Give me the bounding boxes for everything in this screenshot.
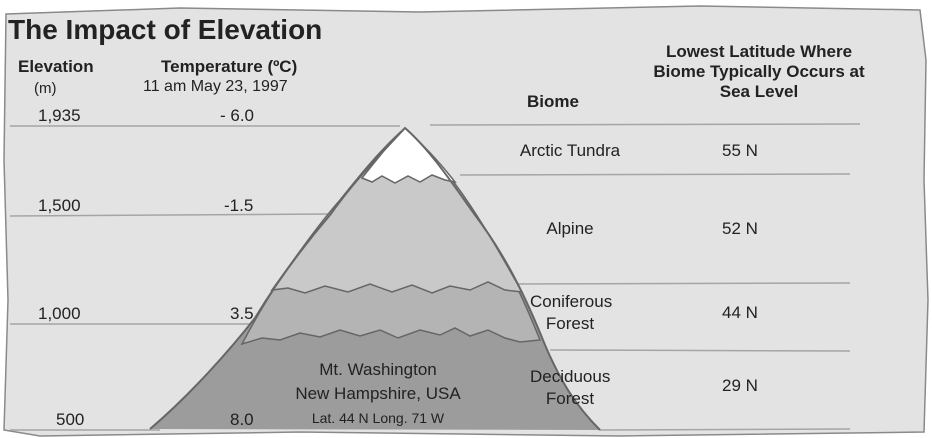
temperature-value: 8.0 [230, 410, 254, 429]
mountain-location: New Hampshire, USA [295, 384, 461, 403]
rule-alpine-bottom [509, 282, 851, 285]
header-temperature-date: 11 am May 23, 1997 [143, 78, 288, 95]
header-elevation: Elevation [18, 57, 94, 76]
temperature-value: - 6.0 [220, 106, 255, 125]
diagram-title: The Impact of Elevation [8, 14, 323, 45]
header-elevation-unit: (m) [34, 80, 57, 97]
rule-1500 [9, 213, 331, 217]
biome-label: Arctic Tundra [519, 141, 621, 160]
header-biome: Biome [527, 92, 579, 111]
biome-latitude: 52 N [722, 219, 758, 238]
rule-1935-right [429, 123, 861, 126]
mountain-outline [149, 126, 601, 431]
header-latitude: Lowest Latitude Where Biome Typically Oc… [653, 42, 865, 101]
biome-label: Alpine [546, 219, 594, 238]
biome-label: Coniferous Forest [530, 292, 613, 333]
elevation-value: 1,000 [38, 304, 81, 323]
mountain-coordinates: Lat. 44 N Long. 71 W [311, 410, 445, 426]
biome-latitude: 29 N [722, 376, 758, 395]
rule-lines [9, 123, 861, 431]
elevation-value: 1,935 [38, 106, 81, 125]
rule-500-right [599, 428, 851, 431]
biome-latitude: 55 N [722, 141, 758, 160]
biome-label: Deciduous Forest [530, 367, 611, 408]
temperature-value: 3.5 [230, 304, 254, 323]
elevation-value: 500 [56, 410, 85, 429]
elevation-value: 1,500 [38, 196, 81, 215]
header-temperature: Temperature (ºC) [161, 57, 298, 76]
temperature-value: -1.5 [224, 196, 254, 215]
mountain-name: Mt. Washington [319, 360, 437, 379]
rule-tundra-bottom [459, 173, 851, 176]
biome-latitude: 44 N [722, 303, 758, 322]
rule-coniferous-bottom [549, 349, 851, 352]
